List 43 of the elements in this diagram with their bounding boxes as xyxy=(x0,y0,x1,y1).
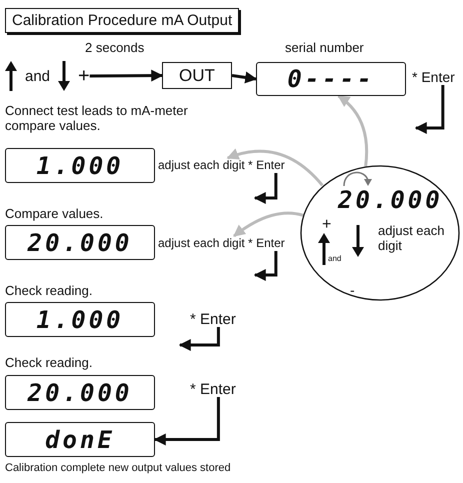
title: Calibration Procedure mA Output xyxy=(5,8,240,33)
arrow xyxy=(232,72,258,84)
plus-sign: + xyxy=(322,217,332,232)
step-note: serial number xyxy=(285,40,365,55)
display-panel xyxy=(5,422,155,457)
instruction-text: adjust each digit * Enter xyxy=(158,158,285,173)
display-panel xyxy=(5,375,155,410)
display-readout: donE xyxy=(45,426,115,452)
arrow xyxy=(90,70,164,82)
display-readout: 1.000 xyxy=(36,152,124,178)
display-readout: 1.000 xyxy=(36,306,124,332)
display-readout: 20.000 xyxy=(28,230,132,256)
display-readout: 0---- xyxy=(287,66,375,92)
arrow xyxy=(338,94,368,167)
instruction-text: * Enter xyxy=(190,382,236,397)
step-note: Connect test leads to mA-meter compare values. xyxy=(5,103,189,133)
display-panel xyxy=(5,225,155,260)
arrow xyxy=(254,173,278,204)
step-note: Compare values. xyxy=(5,206,104,221)
step-note: Calibration complete new output values stored xyxy=(5,461,232,476)
step-note: 2 seconds xyxy=(85,40,146,55)
menu-box: OUT xyxy=(162,62,232,89)
display-readout: 20.000 xyxy=(28,380,132,406)
step-note: Check reading. xyxy=(5,283,94,298)
step-note: Check reading. xyxy=(5,355,94,370)
instruction-text: * Enter xyxy=(412,70,455,85)
arrow xyxy=(154,397,220,446)
display-panel xyxy=(5,148,155,183)
instruction-text: * Enter xyxy=(190,312,236,327)
arrow xyxy=(178,327,220,351)
display-readout: 20.000 xyxy=(338,187,443,213)
instruction-text: adjust each digit * Enter xyxy=(158,236,285,251)
key-label: and xyxy=(328,253,342,265)
display-panel xyxy=(5,302,155,337)
arrow xyxy=(233,212,304,238)
display-panel xyxy=(256,62,406,96)
arrow xyxy=(254,251,278,281)
instruction-text: adjust each digit xyxy=(378,223,446,253)
arrow xyxy=(414,85,444,134)
arrow xyxy=(226,148,324,186)
key-label: and xyxy=(25,68,50,84)
minus-sign: - xyxy=(350,284,355,296)
plus-sign: + xyxy=(78,68,90,84)
